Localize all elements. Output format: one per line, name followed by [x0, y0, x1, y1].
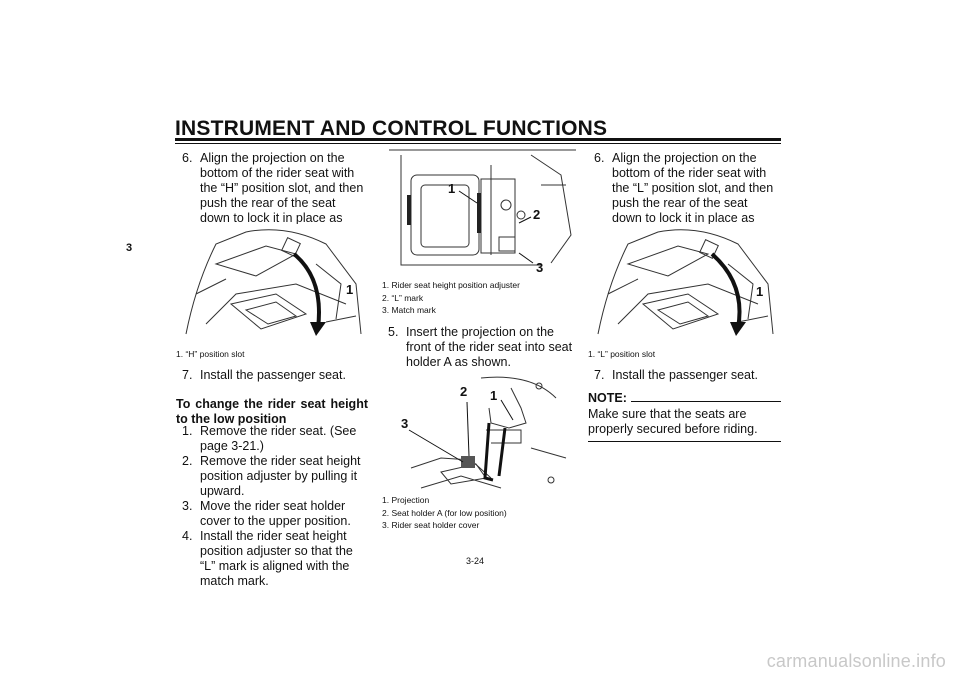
list-item: 1. Remove the rider seat. (See page 3-21.…	[182, 424, 368, 454]
figure-caption: 1. “L” position slot	[588, 349, 656, 359]
callout-2: 2	[533, 207, 541, 222]
page-title: INSTRUMENT AND CONTROL FUNCTIONS	[175, 117, 608, 140]
callout-1: 1	[448, 181, 456, 196]
callout-3: 3	[401, 416, 409, 431]
note-label: NOTE:	[588, 391, 627, 405]
step-text: Remove the rider seat height position ad…	[200, 454, 361, 498]
figure-caption-list: 1. Projection 2. Seat holder A (for low …	[382, 494, 578, 532]
list-item: 2. Remove the rider seat height position …	[182, 454, 368, 499]
note-text: Make sure that the seats are properly se…	[588, 407, 758, 436]
col1-step-list: 1. Remove the rider seat. (See page 3-21.…	[182, 424, 368, 589]
watermark: carmanualsonline.info	[766, 651, 946, 671]
col3-step7: 7. Install the passenger seat.	[594, 368, 780, 383]
seat-illustration	[597, 229, 774, 336]
figure-seat-holder: 2 1 3	[381, 368, 579, 492]
callout-1: 1	[490, 388, 498, 403]
step-text: Install the rider seat height position a…	[200, 529, 353, 588]
caption-item: 1. Rider seat height position adjuster	[382, 280, 520, 290]
figure-h-position-slot: 1	[176, 224, 370, 348]
step-number: 3.	[182, 499, 193, 513]
caption-item: 2. Seat holder A (for low position)	[382, 507, 507, 518]
figure-caption: 1. “H” position slot	[176, 349, 245, 359]
seat-holder-illustration	[408, 376, 567, 489]
adjuster-illustration	[389, 149, 576, 266]
figure-caption-list: 1. Rider seat height position adjuster 2…	[382, 279, 578, 317]
step-number: 1.	[182, 424, 193, 438]
step-text: Install the passenger seat.	[612, 368, 758, 382]
note-block: NOTE: Make sure that the seats are prope…	[588, 391, 781, 442]
caption-item: 2. “L” mark	[382, 292, 424, 303]
note-rule	[630, 401, 781, 402]
chapter-tab: 3	[126, 242, 133, 254]
header-rule	[175, 138, 781, 141]
note-end-rule	[588, 441, 781, 442]
subheading: To change the rider seat height to the l…	[176, 397, 368, 426]
header-rule-thin	[175, 143, 781, 144]
list-item: 4. Install the rider seat height position…	[182, 529, 368, 589]
caption-item: 3. Rider seat holder cover	[382, 520, 480, 531]
caption-item: 1. Projection	[382, 495, 430, 505]
step-text: Install the passenger seat.	[200, 368, 346, 382]
step-number: 7.	[182, 368, 193, 382]
col1-step7: 7. Install the passenger seat.	[182, 368, 368, 383]
seat-illustration	[185, 229, 362, 336]
step-number: 6.	[594, 151, 605, 165]
page-number: 3-24	[466, 556, 485, 566]
caption-item: 3. Match mark	[382, 305, 436, 316]
callout-1: 1	[756, 284, 764, 299]
step-number: 4.	[182, 529, 193, 543]
figure-height-adjuster: 1 2 3	[381, 145, 579, 275]
step-text: Move the rider seat holder cover to the …	[200, 499, 351, 528]
callout-1: 1	[346, 282, 354, 297]
list-item: 3. Move the rider seat holder cover to th…	[182, 499, 368, 529]
col2-step5: 5. Insert the projection on the front of …	[388, 325, 578, 370]
step-number: 7.	[594, 368, 605, 382]
step-text: Insert the projection on the front of th…	[406, 325, 573, 369]
step-number: 2.	[182, 454, 193, 468]
step-number: 5.	[388, 325, 399, 339]
step-text: Remove the rider seat. (See page 3-21.)	[200, 424, 357, 453]
figure-l-position-slot: 1	[588, 224, 782, 348]
callout-3: 3	[536, 260, 544, 275]
callout-2: 2	[460, 384, 468, 399]
step-number: 6.	[182, 151, 193, 165]
